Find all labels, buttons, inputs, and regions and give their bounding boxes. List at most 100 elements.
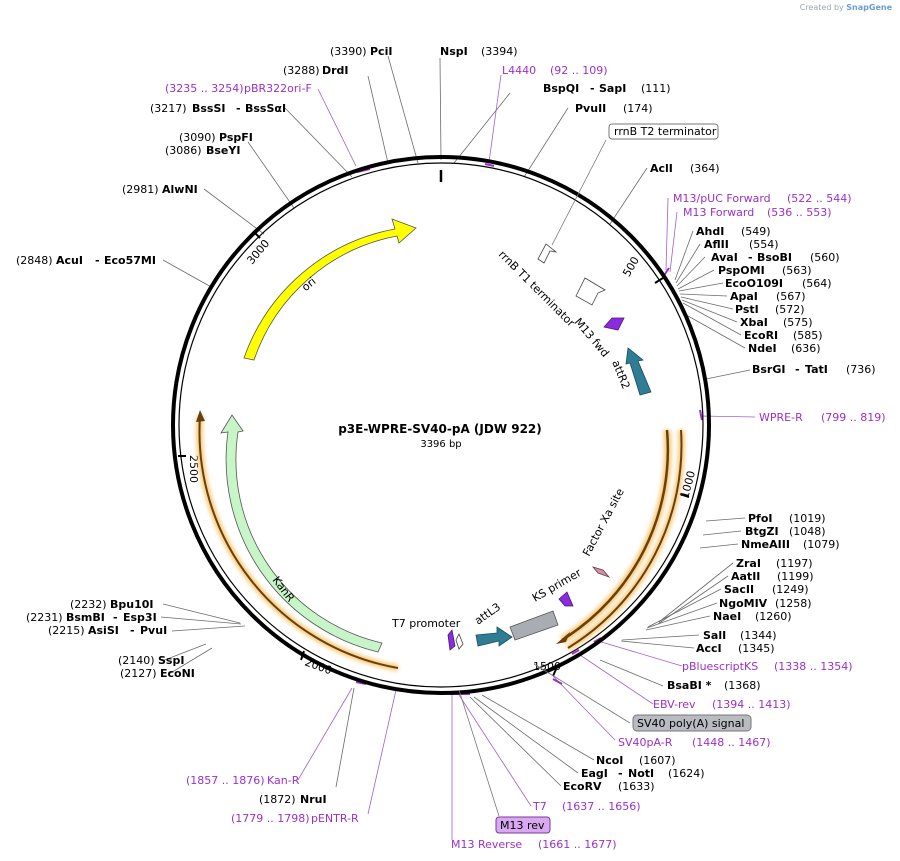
enzyme-pcii: PciI [370,45,392,58]
enzyme-nmeaiii: NmeAIII [741,538,790,551]
svg-text:(1197): (1197) [776,557,813,570]
enzyme-bseyi: BseYI [206,144,240,157]
svg-text:(2215): (2215) [48,624,85,637]
primer-ebv-rev: EBV-rev [653,698,696,711]
t7-promoter-feature[interactable] [447,629,456,651]
svg-text:(2127): (2127) [120,667,157,680]
enzyme-bsrgi: BsrGI [752,363,785,376]
svg-text:(3090): (3090) [179,131,216,144]
svg-text:(3086): (3086) [165,144,202,157]
enzyme-drdi: DrdI [322,64,349,77]
svg-text:(1624): (1624) [668,767,705,780]
enzyme-btgzi: BtgZI [745,525,779,538]
enzyme-nspi: NspI [440,45,468,58]
primer-leader-lines [297,74,756,840]
svg-text:(554): (554) [749,238,779,251]
enzyme-naei: NaeI [713,610,741,623]
svg-text:(92 .. 109): (92 .. 109) [550,64,608,77]
enzyme-ngomiv: NgoMIV [719,597,768,610]
svg-text:(3288): (3288) [283,64,320,77]
factor-xa-label: Factor Xa site [580,486,627,558]
enzyme-sacii: SacII [724,583,754,596]
svg-text:(1338 .. 1354): (1338 .. 1354) [774,660,853,673]
rrnb-t2-box [608,123,719,140]
attl3-label: attL3 [472,600,503,627]
primer-l4440: L4440 [502,64,536,77]
enzyme-acui: AcuI [56,254,83,267]
svg-text:(1249): (1249) [772,583,809,596]
svg-text:(364): (364) [690,162,720,175]
enzyme-pspomi: PspOMI [718,264,765,277]
leader-lines [160,55,751,788]
tick-label: 500 [620,254,642,279]
svg-text:(549): (549) [741,225,771,238]
svg-text:PvuI: PvuI [140,624,167,637]
kanr-feature[interactable] [220,414,383,653]
enzyme-acci: AccI [696,642,722,655]
svg-text:(1779 .. 1798): (1779 .. 1798) [231,812,310,825]
m13rev-leader [458,689,500,817]
attl3-feature[interactable] [475,626,513,647]
m13-rev-feature[interactable] [455,633,464,650]
enzyme-pfoi: PfoI [748,512,773,525]
enzyme-avai: AvaI [711,251,738,264]
primer-sv40pa-r: SV40pA-R [618,736,673,749]
svg-text:(564): (564) [802,277,832,290]
backbone-inner [178,162,704,688]
svg-text:(536 .. 553): (536 .. 553) [767,206,832,219]
svg-text:-: - [113,611,118,624]
enzyme-bspqi: BspQI [543,82,579,95]
primer-t7: T7 [532,800,547,813]
primer-m13-forward: M13 Forward [683,206,754,219]
orange-feature-right [556,429,685,651]
rrnb-t1-terminator-feature[interactable] [537,243,558,264]
enzyme-acli: AclI [650,162,673,175]
enzyme-asisi: AsiSI [88,624,119,637]
m13-fwd-feature[interactable] [603,317,625,331]
svg-text:(1079): (1079) [803,538,840,551]
enzyme-eagi: EagI [581,767,608,780]
enzyme-ecoNI: EcoNI [160,667,195,680]
tick-label: 2000 [303,656,334,678]
attr2-feature[interactable] [625,347,652,396]
enzyme-nrui: NruI [300,793,327,806]
svg-text:-: - [618,767,623,780]
svg-text:(1258): (1258) [775,597,812,610]
factor-xa-feature[interactable] [591,566,611,578]
enzyme-apai: ApaI [730,290,758,303]
enzyme-labels: (3390) PciI NspI (3394) (3288) DrdI BspQ… [16,45,876,806]
ks-primer-feature[interactable] [558,591,574,607]
enzyme-bsssi: BssSI [192,102,226,115]
primer-kan-r: Kan-R [267,774,300,787]
enzyme-bsmbi: BsmBI [66,611,105,624]
ks-region-feature[interactable] [509,610,559,641]
ori-feature[interactable] [243,218,417,361]
svg-text:(1637 .. 1656): (1637 .. 1656) [562,800,641,813]
svg-text:(174): (174) [623,102,653,115]
rrnb-t2-label: rrnB T2 terminator [614,125,717,138]
svg-text:-: - [95,254,100,267]
enzyme-sali: SalI [703,629,726,642]
orange-feature-left [196,410,399,671]
svg-text:(3217): (3217) [150,102,187,115]
primer-wpre-r: WPRE-R [759,411,803,424]
svg-text:(1345): (1345) [738,642,775,655]
sv40-leader [533,663,631,724]
svg-text:(636): (636) [791,342,821,355]
backbone-outer [171,155,711,695]
svg-text:(1607): (1607) [639,754,676,767]
enzyme-sspi: SspI [158,654,184,667]
rrnb-t2-terminator-feature[interactable] [575,277,606,306]
enzyme-xbai: XbaI [740,316,768,329]
svg-text:NotI: NotI [628,767,654,780]
primer-m13-puc-forward: M13/pUC Forward [673,192,771,205]
enzyme-ecorv: EcoRV [563,780,602,793]
enzyme-pvuii: PvuII [575,102,606,115]
enzyme-ndei: NdeI [748,342,777,355]
plasmid-length: 3396 bp [420,439,461,450]
m13rev-label: M13 rev [500,819,545,832]
svg-text:(1857 .. 1876): (1857 .. 1876) [186,774,265,787]
svg-text:(3235 .. 3254): (3235 .. 3254) [165,82,244,95]
svg-text:SapI: SapI [599,82,626,95]
